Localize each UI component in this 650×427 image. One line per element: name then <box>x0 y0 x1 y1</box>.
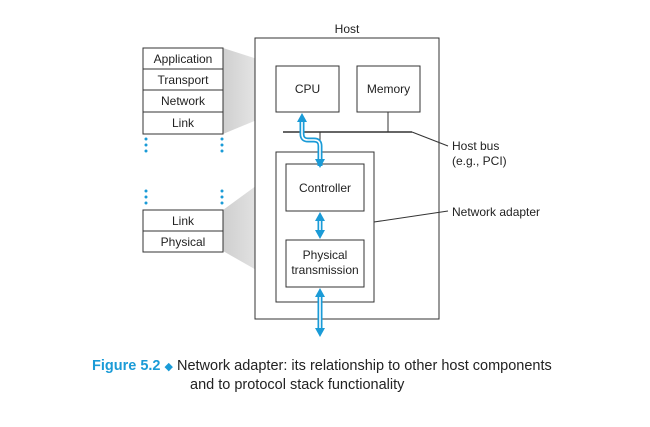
cpu-box <box>275 65 340 113</box>
caption-text-line2: and to protocol stack functionality <box>190 377 405 393</box>
controller-phy-data-path <box>315 212 325 239</box>
host-bus-label: Host bus <box>452 139 499 153</box>
stack-layer-label: Network <box>161 94 206 108</box>
stack-continuation-dots <box>144 137 224 205</box>
cpu-label: CPU <box>295 82 320 96</box>
phy-external-data-path <box>315 288 325 337</box>
host-title: Host <box>335 22 360 36</box>
stack-layer-label: Transport <box>158 73 210 87</box>
cpu-adapter-data-path <box>299 120 323 166</box>
cpu-arrowhead <box>297 113 307 122</box>
network-adapter-label: Network adapter <box>452 205 540 219</box>
caption-text-line1: Network adapter: its relationship to oth… <box>176 358 552 374</box>
network-adapter-callout-line <box>373 210 449 223</box>
host-bus-example-label: (e.g., PCI) <box>452 154 507 168</box>
diamond-icon: ◆ <box>164 361 173 373</box>
physical-transmission-line1: Physical <box>303 248 348 262</box>
lower-protocol-stack: Link Physical <box>142 209 224 253</box>
host-bus-callout-line <box>411 131 449 147</box>
controller-label: Controller <box>299 181 351 195</box>
controller-arrowhead-top <box>315 159 325 168</box>
stack-layer-link <box>142 111 224 135</box>
stack-layer-label: Link <box>172 116 195 130</box>
figure-caption: Figure 5.2◆Network adapter: its relation… <box>92 357 632 394</box>
stack-layer-label: Application <box>154 52 213 66</box>
memory-label: Memory <box>367 82 410 96</box>
upper-protocol-stack: Application Transport Network Link <box>142 47 224 135</box>
stack-layer-physical <box>142 230 224 253</box>
figure-label: Figure 5.2 <box>92 358 161 374</box>
physical-transmission-line2: transmission <box>291 263 358 277</box>
memory-box <box>356 65 421 113</box>
physical-transmission-box <box>285 239 365 288</box>
stack-layer-label: Physical <box>161 235 206 249</box>
controller-box <box>285 163 365 212</box>
stack-layer-label: Link <box>172 214 195 228</box>
